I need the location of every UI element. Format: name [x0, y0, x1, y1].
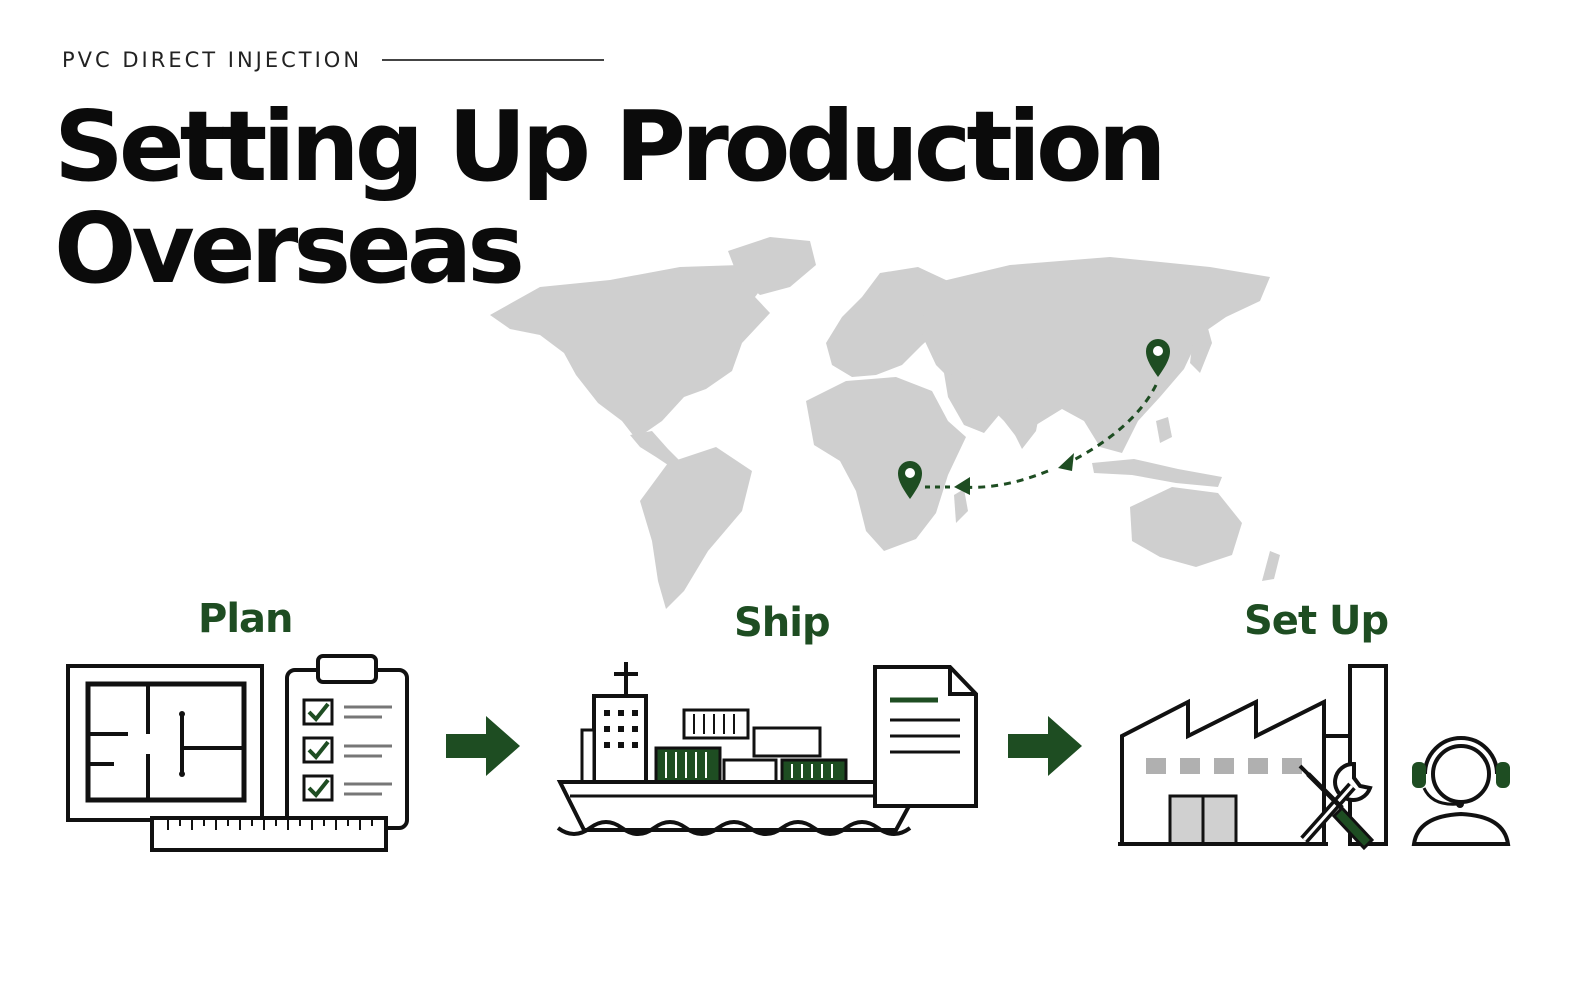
africa-shape: [806, 377, 966, 551]
dashed-route-arrow: [1063, 384, 1158, 467]
central-america-shape: [630, 431, 682, 469]
madagascar-shape: [954, 489, 968, 523]
destination-pin-icon: [898, 461, 922, 499]
title-line-2: Overseas: [54, 192, 525, 305]
route-arrowhead-1: [1058, 453, 1074, 471]
indonesia-shape: [1092, 459, 1222, 487]
title-line-1: Setting Up Production: [54, 90, 1167, 203]
clipboard-checklist-icon: [285, 654, 409, 830]
factory-icon: [1118, 664, 1388, 846]
australia-shape: [1130, 487, 1242, 567]
support-headset-icon: [1411, 736, 1511, 846]
world-map: [490, 237, 1280, 609]
eyebrow-divider: [382, 59, 605, 61]
route-arrowhead-2: [954, 477, 970, 495]
south-america-shape: [640, 447, 752, 609]
step-label-setup: Set Up: [1244, 598, 1389, 644]
document-icon: [873, 665, 978, 808]
new-zealand-shape: [1262, 551, 1280, 581]
ruler-icon: [150, 816, 388, 852]
floor-plan-icon: [66, 664, 264, 822]
europe-shape: [826, 267, 956, 377]
page-title: Setting Up Production Overseas: [54, 90, 1167, 305]
tools-icon: [1298, 761, 1375, 851]
arabia-shape: [944, 373, 1004, 433]
route-segment-2: [959, 469, 1049, 489]
philippines-shape: [1156, 417, 1172, 443]
greenland-shape: [728, 237, 816, 295]
step-label-ship: Ship: [734, 600, 831, 646]
step-arrow-2-icon: [1008, 716, 1082, 776]
step-label-plan: Plan: [198, 596, 293, 642]
world-map-landmass: [490, 237, 1280, 609]
eyebrow-text: PVC DIRECT INJECTION: [62, 48, 363, 72]
japan-shape: [1190, 321, 1212, 373]
step-arrow-1-icon: [446, 716, 520, 776]
cargo-ship-icon: [556, 662, 926, 836]
eyebrow: PVC DIRECT INJECTION: [62, 48, 605, 72]
north-america-shape: [490, 265, 770, 439]
origin-pin-icon: [1146, 339, 1170, 377]
india-shape: [1008, 395, 1042, 449]
